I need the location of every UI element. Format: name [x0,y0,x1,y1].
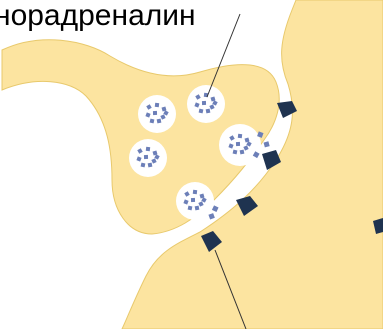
neurotransmitter-molecule [146,147,150,151]
neurotransmitter-molecule [148,163,153,168]
neurotransmitter-label: норадреналин [0,0,196,32]
neurotransmitter-molecule [155,103,159,107]
neurotransmitter-molecule [144,155,148,159]
neurotransmitter-molecule [195,206,200,211]
neurotransmitter-molecule [233,150,238,155]
neurotransmitter-molecule [238,134,242,138]
neurotransmitter-molecule [153,111,157,115]
vesicle [187,85,225,123]
neurotransmitter-molecule [240,150,245,155]
neurotransmitter-molecule [150,119,155,124]
neurotransmitter-molecule [188,206,193,211]
neurotransmitter-molecule [199,109,204,114]
neurotransmitter-molecule [206,109,211,114]
neurotransmitter-molecule [236,142,240,146]
neurotransmitter-molecule [193,190,197,194]
vesicle [138,95,176,133]
vesicle-fusing [219,124,261,166]
vesicle [176,182,214,220]
neurotransmitter-molecule [157,119,162,124]
neurotransmitter-molecule [202,101,206,105]
neurotransmitter-molecule [141,163,146,168]
vesicle [129,139,167,177]
neurotransmitter-molecule [191,198,195,202]
